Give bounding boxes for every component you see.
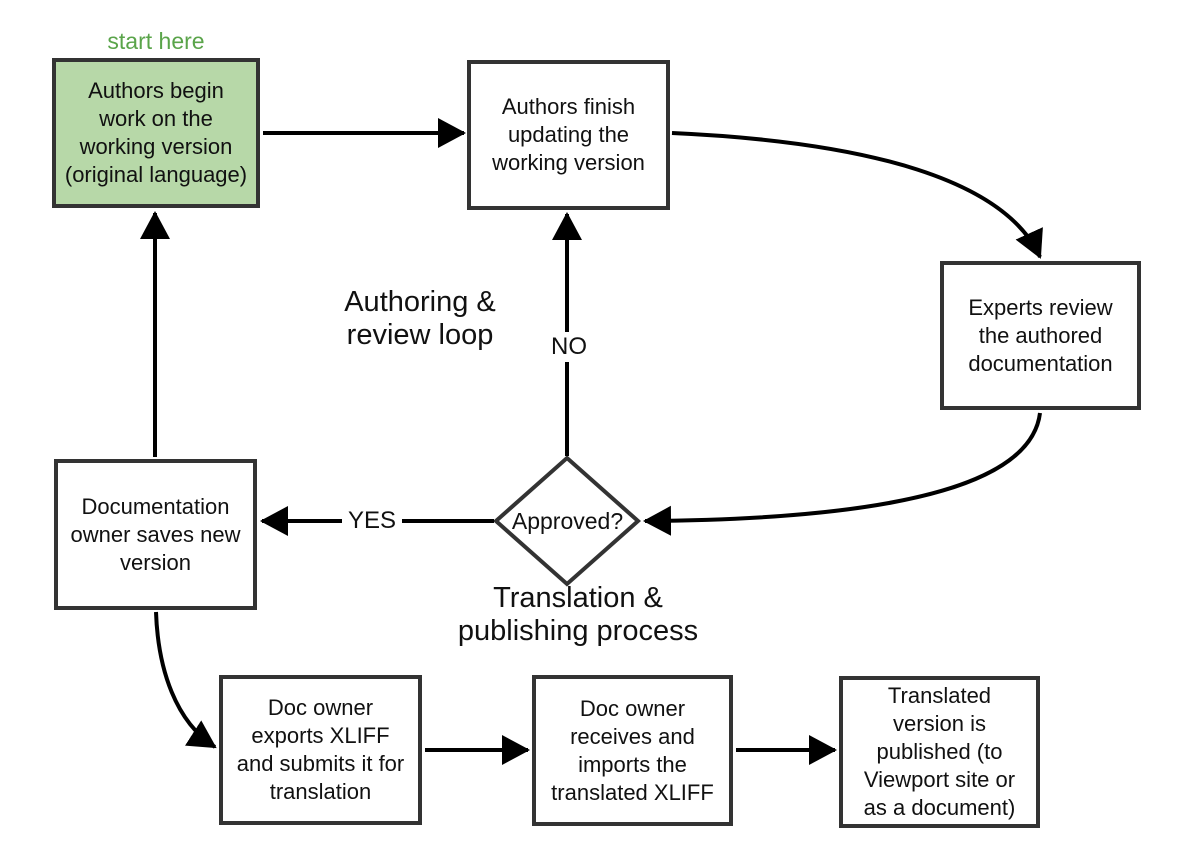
arrow-finish-to-experts [671,131,1043,259]
node-authors-begin: Authors begin work on the working versio… [52,58,260,208]
node-authors-finish: Authors finish updating the working vers… [467,60,670,210]
node-experts-review: Experts review the authored documentatio… [940,261,1141,410]
yes-branch-label: YES [342,506,402,536]
node-doc-owner-saves: Documentation owner saves new version [54,459,257,610]
decision-diamond-shape [492,455,642,587]
node-published: Translated version is published (to View… [839,676,1040,828]
node-export-xliff: Doc owner exports XLIFF and submits it f… [219,675,422,825]
start-here-label: start here [107,28,205,54]
node-import-xliff: Doc owner receives and imports the trans… [532,675,733,826]
decision-approved-label: Approved? [511,508,624,534]
arrow-experts-to-approved [643,412,1042,536]
no-branch-label: NO [546,332,592,362]
arrow-saves-to-export [154,611,217,749]
authoring-loop-label: Authoring & review loop [344,286,496,351]
translation-process-label: Translation & publishing process [457,582,699,647]
